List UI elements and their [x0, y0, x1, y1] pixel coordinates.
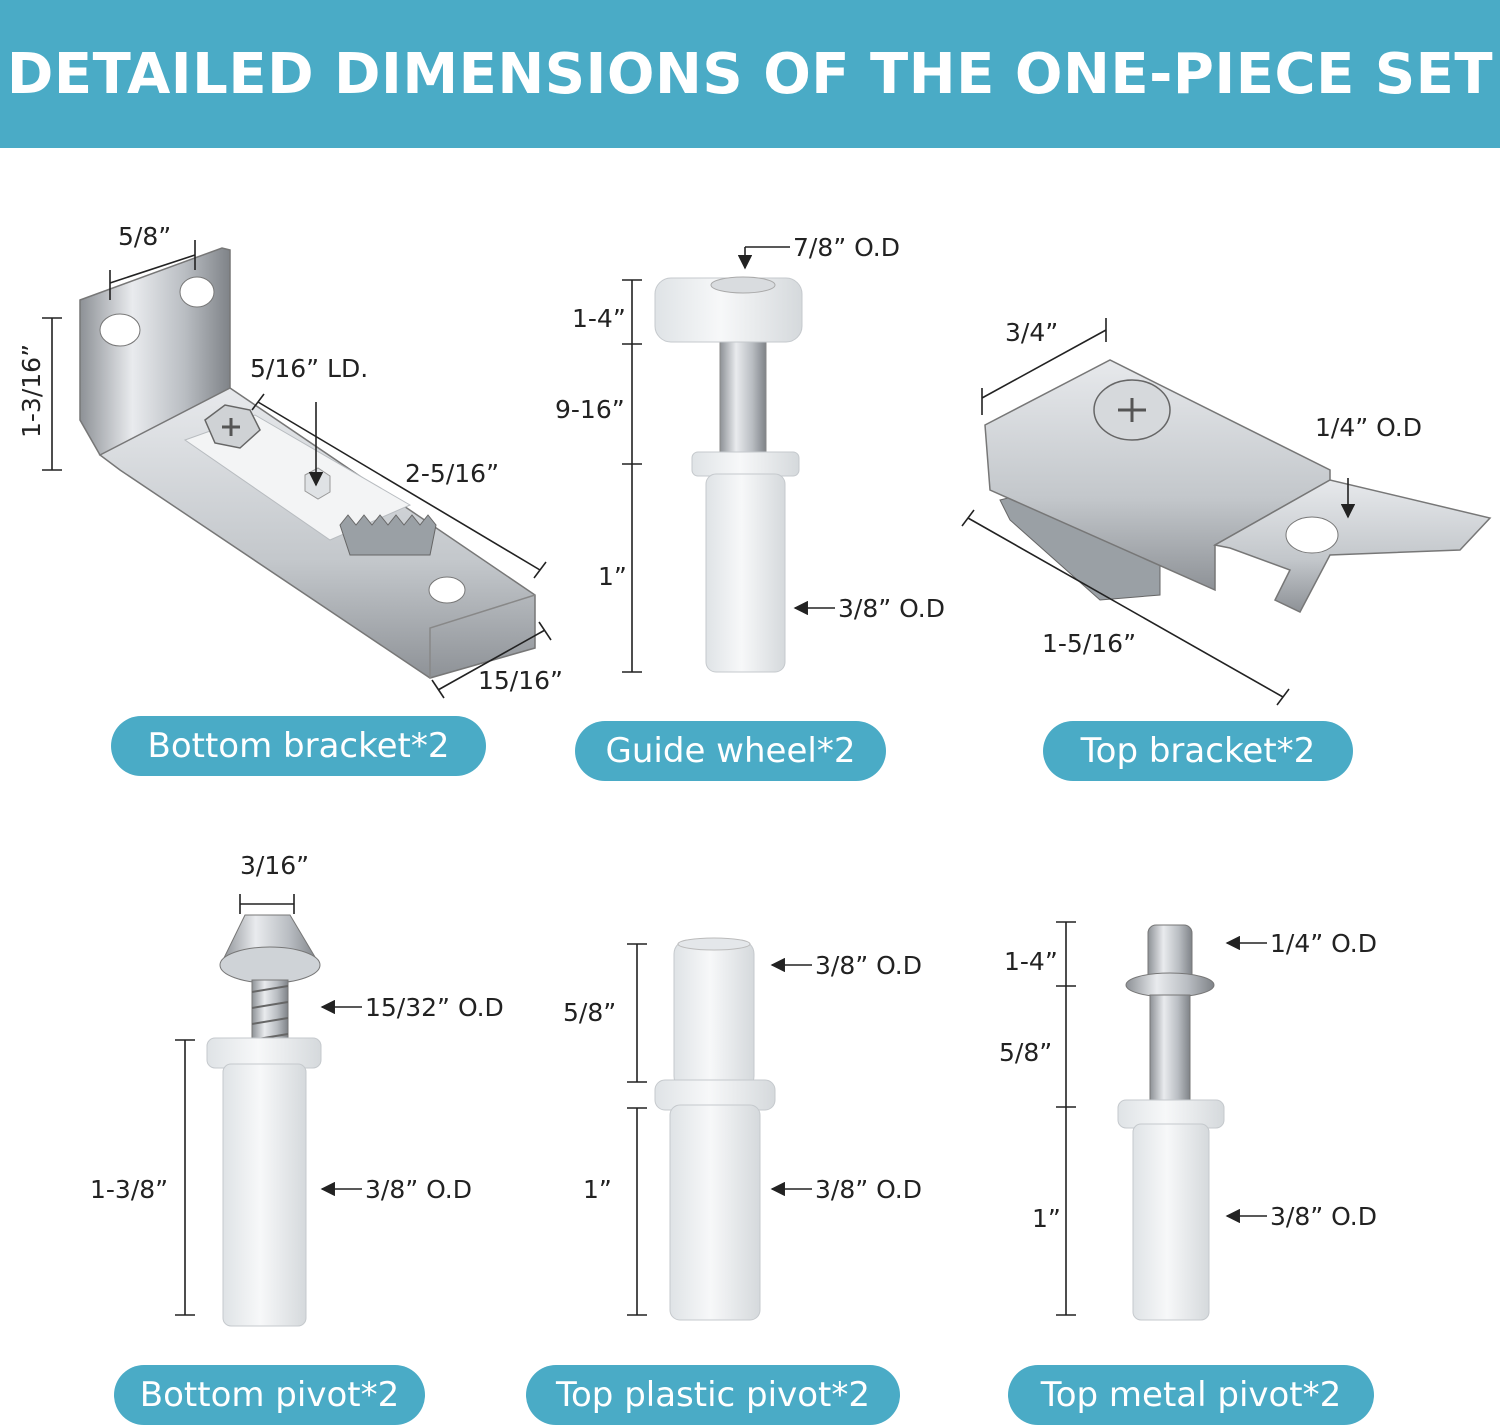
guide-wheel-dim-shaft: 9-16”	[555, 395, 625, 424]
guide-wheel-dim-sleeve: 1”	[598, 562, 627, 591]
label-guide-wheel: Guide wheel*2	[575, 721, 886, 781]
guide-wheel-illustration	[654, 276, 803, 673]
bottom-bracket-dim-height: 1-3/16”	[17, 344, 46, 438]
guide-wheel-dim-lines	[622, 246, 835, 673]
top-bracket-dim-length: 1-5/16”	[1042, 629, 1136, 658]
title-banner: DETAILED DIMENSIONS OF THE ONE-PIECE SET	[0, 0, 1500, 148]
top-bracket-dim-lines	[961, 318, 1356, 706]
top-metal-pivot-illustration	[1117, 924, 1225, 1321]
top-metal-pivot-dim-sleeve: 1”	[1032, 1204, 1061, 1233]
top-plastic-pivot-illustration	[654, 937, 776, 1321]
top-metal-pivot-dim-sleeve-od: 3/8” O.D	[1270, 1202, 1377, 1231]
top-plastic-pivot-dim-top-od: 3/8” O.D	[815, 951, 922, 980]
bottom-pivot-dim-length: 1-3/8”	[90, 1175, 168, 1204]
bottom-bracket-illustration	[79, 247, 536, 679]
guide-wheel-dim-sleeve-od: 3/8” O.D	[838, 594, 945, 623]
top-bracket-illustration	[984, 359, 1492, 613]
label-bottom-pivot: Bottom pivot*2	[114, 1365, 425, 1425]
bottom-pivot-dim-head: 3/16”	[240, 851, 309, 880]
label-top-metal-pivot: Top metal pivot*2	[1008, 1365, 1374, 1425]
label-bottom-bracket: Bottom bracket*2	[111, 716, 486, 776]
top-bracket-dim-width: 3/4”	[1005, 318, 1058, 347]
bottom-bracket-dim-length: 2-5/16”	[405, 459, 499, 488]
bottom-pivot-dim-lines	[175, 894, 362, 1316]
bottom-bracket-dim-id: 5/16” LD.	[250, 354, 368, 383]
bottom-bracket-dim-width: 5/8”	[118, 222, 171, 251]
guide-wheel-dim-od: 7/8” O.D	[793, 233, 900, 262]
bottom-pivot-illustration	[206, 914, 322, 1327]
top-metal-pivot-dim-shaft: 5/8”	[999, 1038, 1052, 1067]
top-plastic-pivot-dim-bottom: 1”	[583, 1175, 612, 1204]
bottom-pivot-dim-thread-od: 15/32” O.D	[365, 993, 504, 1022]
top-metal-pivot-dim-pin: 1-4”	[1004, 947, 1058, 976]
bottom-bracket-dim-depth: 15/16”	[478, 666, 563, 695]
page-title: DETAILED DIMENSIONS OF THE ONE-PIECE SET	[6, 41, 1494, 107]
top-metal-pivot-dim-pin-od: 1/4” O.D	[1270, 929, 1377, 958]
top-plastic-pivot-dim-lines	[627, 943, 812, 1316]
label-top-plastic-pivot: Top plastic pivot*2	[526, 1365, 900, 1425]
top-bracket-dim-hole: 1/4” O.D	[1315, 413, 1422, 442]
top-plastic-pivot-dim-bottom-od: 3/8” O.D	[815, 1175, 922, 1204]
bottom-bracket-dim-lines	[42, 240, 552, 699]
top-metal-pivot-dim-lines	[1056, 921, 1267, 1316]
label-top-bracket: Top bracket*2	[1043, 721, 1353, 781]
guide-wheel-dim-wheel: 1-4”	[572, 304, 626, 333]
top-plastic-pivot-dim-top: 5/8”	[563, 998, 616, 1027]
bottom-pivot-dim-sleeve-od: 3/8” O.D	[365, 1175, 472, 1204]
